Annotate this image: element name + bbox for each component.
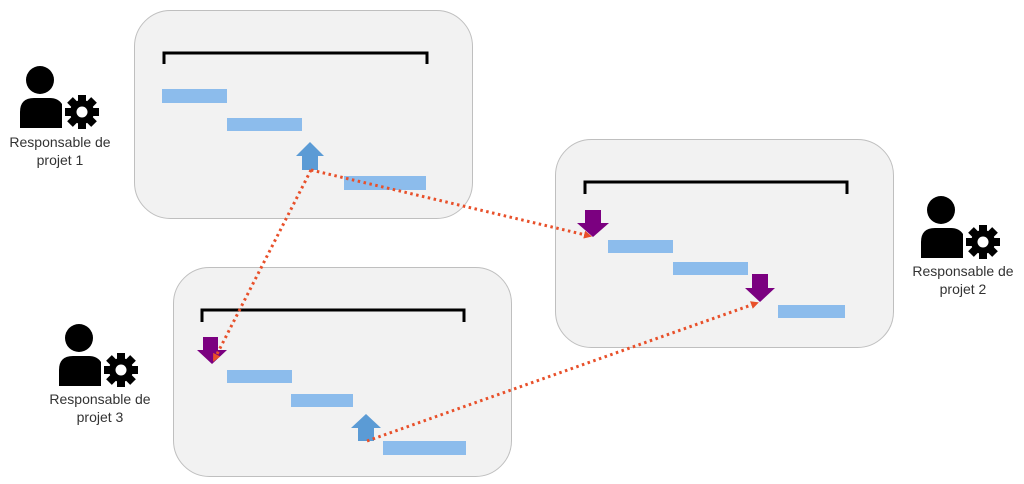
timeline-bracket: [162, 51, 429, 64]
task-bar: [383, 441, 466, 455]
task-bar: [608, 240, 673, 253]
timeline-bracket: [200, 308, 466, 322]
actor-label-line1: Responsable de: [912, 263, 1014, 279]
actor-label-line1: Responsable de: [49, 391, 151, 407]
project-panel-3: [173, 267, 512, 477]
task-bar: [673, 262, 748, 275]
down-arrow-icon: [577, 210, 609, 237]
actor-label-1: Responsable de projet 1: [0, 133, 120, 169]
user-gear-icon: [59, 324, 139, 388]
task-bar: [291, 394, 353, 407]
actor-label-line2: projet 3: [76, 409, 124, 425]
up-arrow-icon: [351, 414, 381, 441]
timeline-bracket: [583, 180, 849, 194]
actor-label-3: Responsable de projet 3: [40, 390, 160, 426]
task-bar: [227, 370, 292, 383]
panel-background: [173, 267, 512, 477]
actor-label-2: Responsable de projet 2: [902, 262, 1024, 298]
actor-label-line1: Responsable de: [9, 134, 111, 150]
down-arrow-icon: [197, 337, 227, 364]
task-bar: [227, 118, 302, 131]
actor-label-line2: projet 2: [939, 281, 987, 297]
down-arrow-icon: [745, 274, 775, 302]
task-bar: [778, 305, 845, 318]
task-bar: [162, 89, 227, 103]
up-arrow-icon: [296, 142, 324, 170]
panel-background: [555, 139, 894, 348]
user-gear-icon: [921, 196, 1001, 260]
user-gear-icon: [20, 66, 100, 130]
task-bar: [344, 176, 426, 190]
panel-background: [134, 10, 473, 219]
project-panel-1: [134, 10, 473, 219]
actor-label-line2: projet 1: [36, 152, 84, 168]
project-panel-2: [555, 139, 894, 348]
